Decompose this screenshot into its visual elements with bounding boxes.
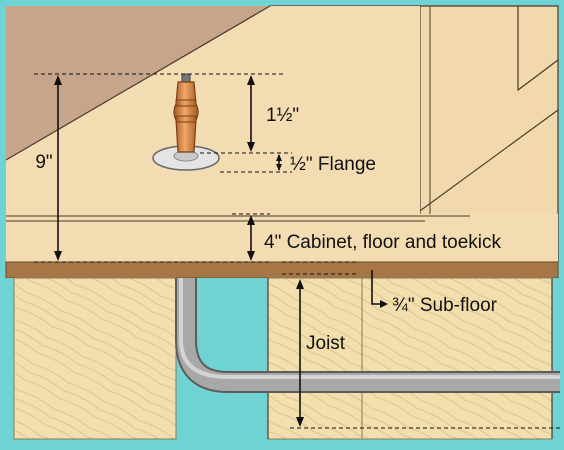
cabinet-floor [6,6,558,262]
subfloor-board [5,261,559,279]
valve-height-label: 1½" [266,105,299,126]
total-height-label: 9" [35,152,52,173]
cabinet-door-edge [517,6,559,92]
drain-pipe-icon [175,278,560,393]
joist-middle [267,277,363,440]
joist-right [361,277,553,440]
joist-left [13,277,177,440]
cabinet-back-edge [5,5,271,161]
dimension-guides [34,73,560,429]
flange-label: ½" Flange [290,154,376,175]
joist-label: Joist [306,333,346,354]
dimension-arrows [54,75,388,427]
subfloor-label: ¾" Sub-floor [392,295,498,316]
cabinet-label: 4" Cabinet, floor and toekick [264,232,501,253]
supply-valve-icon [173,73,199,153]
